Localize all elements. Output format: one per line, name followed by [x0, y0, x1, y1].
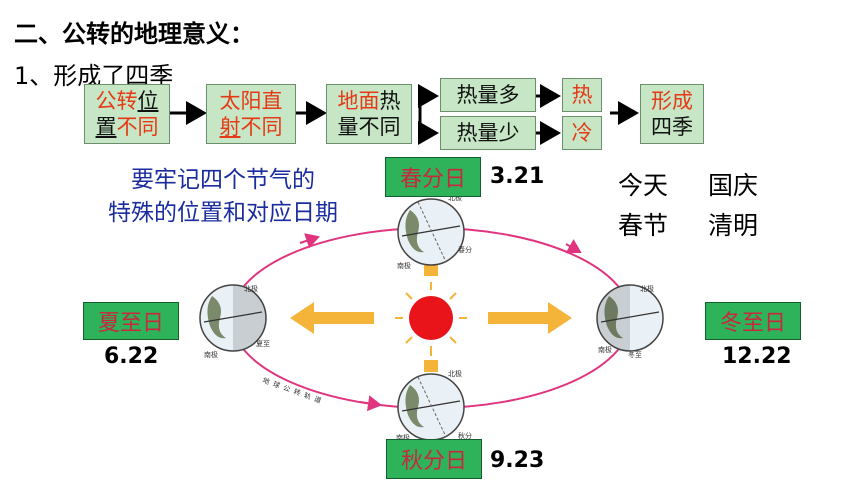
flow-box-cold: 冷	[562, 116, 602, 150]
globe-winter-icon	[596, 284, 664, 352]
holiday-today: 今天	[618, 171, 669, 200]
label-autumn-term: 秋分	[458, 431, 472, 440]
flow-box-revolution: 公转位 置不同	[84, 84, 170, 144]
label-summer-south: 南极	[204, 350, 218, 359]
orbit-arrow-bottom	[359, 395, 382, 412]
winter-solstice-date: 12.22	[722, 344, 792, 369]
sun-arrow-left	[290, 302, 374, 334]
label-spring-north: 北极	[448, 193, 462, 202]
label-winter-south: 南极	[598, 345, 612, 354]
globe-summer-icon	[199, 284, 267, 352]
orbit-arrow-top	[299, 233, 320, 249]
memo-line-2: 特殊的位置和对应日期	[108, 200, 338, 227]
label-autumn-north: 北极	[448, 369, 462, 378]
sun-rays	[395, 282, 467, 356]
label-summer-north: 北极	[244, 284, 258, 293]
spring-equinox-label: 春分日	[385, 157, 481, 197]
label-autumn-south: 南极	[396, 433, 410, 442]
holiday-national-day: 国庆	[708, 171, 759, 200]
flow-box-ground-heat: 地面热 量不同	[326, 84, 412, 144]
globe-autumn-icon	[397, 373, 465, 441]
summer-solstice-label: 夏至日	[83, 302, 179, 340]
spring-equinox-date: 3.21	[490, 164, 545, 189]
label-spring-term: 春分	[458, 245, 472, 254]
memo-line-1: 要牢记四个节气的	[131, 167, 315, 193]
globe-spring-icon	[397, 198, 465, 266]
label-winter-term: 冬至	[628, 350, 642, 359]
sun-arrow-right	[488, 302, 572, 334]
winter-solstice-label: 冬至日	[705, 302, 801, 340]
autumn-equinox-date: 9.23	[490, 448, 545, 473]
label-spring-south: 南极	[397, 261, 411, 270]
flow-box-heat-less: 热量少	[440, 116, 536, 150]
autumn-equinox-label: 秋分日	[386, 439, 482, 479]
section-title: 二、公转的地理意义：	[14, 20, 254, 48]
holiday-qingming: 清明	[708, 211, 759, 240]
label-summer-term: 夏至	[256, 340, 270, 348]
summer-solstice-date: 6.22	[104, 344, 159, 369]
flow-box-hot: 热	[562, 78, 602, 112]
flow-box-result: 形成 四季	[640, 84, 704, 144]
memo-note: 要牢记四个节气的 特殊的位置和对应日期	[78, 164, 368, 231]
flow-box-heat-more: 热量多	[440, 78, 536, 112]
label-winter-north: 北极	[640, 284, 654, 293]
orbit-arrow-right	[565, 239, 582, 253]
flow-box-direct-sun: 太阳直 射不同	[206, 84, 296, 144]
holiday-spring-festival: 春节	[618, 211, 669, 240]
sun-icon	[409, 296, 453, 340]
sun-arrow-down	[424, 360, 438, 372]
